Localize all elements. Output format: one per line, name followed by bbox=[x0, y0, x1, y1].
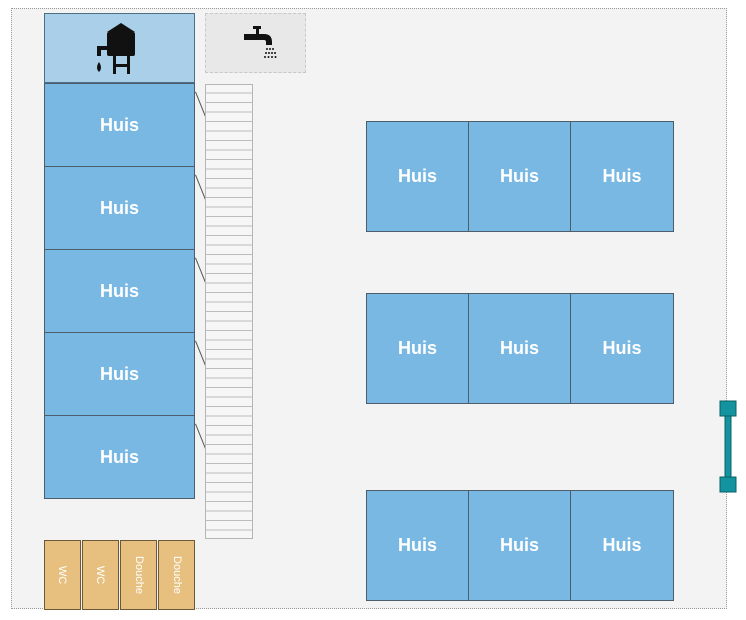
house-right-3-1: Huis bbox=[366, 490, 469, 601]
sanitary-label: Douche bbox=[170, 556, 183, 594]
house-right-3-2: Huis bbox=[468, 490, 571, 601]
house-left-1: Huis bbox=[44, 83, 195, 167]
house-label: Huis bbox=[499, 535, 539, 555]
house-right-2-3: Huis bbox=[570, 293, 674, 404]
house-right-2-2: Huis bbox=[468, 293, 571, 404]
house-right-1-3: Huis bbox=[570, 121, 674, 232]
sanitary-wc-2: WC bbox=[82, 540, 119, 610]
house-label: Huis bbox=[499, 338, 539, 358]
water-tap-icon bbox=[244, 26, 277, 58]
house-right-3-3: Huis bbox=[570, 490, 674, 601]
house-label: Huis bbox=[602, 535, 642, 555]
walkway bbox=[205, 84, 253, 539]
house-label: Huis bbox=[602, 338, 642, 358]
water-tank-block bbox=[44, 13, 195, 83]
sanitary-label: Douche bbox=[132, 556, 145, 594]
sanitary-wc-1: WC bbox=[44, 540, 81, 610]
water-tap-area bbox=[205, 13, 306, 73]
sanitary-shower-2: Douche bbox=[158, 540, 195, 610]
sanitary-label: WC bbox=[56, 565, 69, 585]
house-left-4: Huis bbox=[44, 332, 195, 416]
house-left-2: Huis bbox=[44, 166, 195, 250]
house-label: Huis bbox=[397, 166, 437, 186]
house-right-1-1: Huis bbox=[366, 121, 469, 232]
house-label: Huis bbox=[499, 166, 539, 186]
house-label: Huis bbox=[99, 446, 139, 467]
house-label: Huis bbox=[397, 535, 437, 555]
house-label: Huis bbox=[602, 166, 642, 186]
gate-icon bbox=[719, 400, 737, 493]
house-label: Huis bbox=[99, 363, 139, 384]
sanitary-shower-1: Douche bbox=[120, 540, 157, 610]
house-label: Huis bbox=[99, 114, 139, 135]
house-right-2-1: Huis bbox=[366, 293, 469, 404]
water-tank-icon bbox=[97, 23, 135, 74]
house-label: Huis bbox=[397, 338, 437, 358]
house-left-5: Huis bbox=[44, 415, 195, 499]
sanitary-label: WC bbox=[94, 565, 107, 585]
house-label: Huis bbox=[99, 280, 139, 301]
house-label: Huis bbox=[99, 197, 139, 218]
house-left-3: Huis bbox=[44, 249, 195, 333]
house-right-1-2: Huis bbox=[468, 121, 571, 232]
